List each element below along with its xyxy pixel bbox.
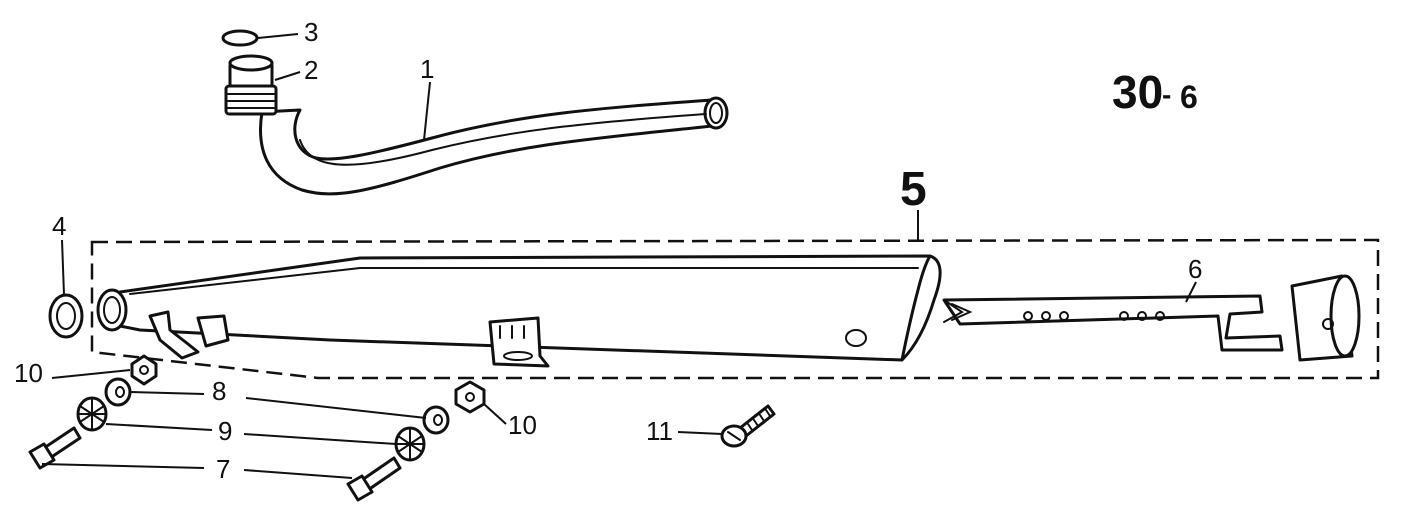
muffler-hole — [845, 329, 867, 347]
pipe-highlight — [299, 113, 707, 166]
lock-washer-teeth — [77, 397, 107, 431]
baffle-cap-hole — [1322, 318, 1334, 330]
leader-2 — [274, 71, 301, 81]
baffle-hole — [1155, 311, 1165, 321]
leader-7 — [41, 463, 353, 479]
muffler-mounting-lug — [488, 316, 550, 368]
muffler-end-cap — [900, 254, 942, 362]
nut-hole — [465, 392, 475, 402]
lug-slots — [499, 325, 525, 339]
baffle-hole — [1119, 311, 1129, 321]
part-3-o-ring — [221, 29, 259, 47]
nut-hole — [139, 365, 149, 375]
nut-thread-lines — [227, 93, 275, 109]
lug-hole — [503, 351, 533, 361]
group-5-dashed-box — [90, 238, 1380, 380]
washer-hole — [115, 386, 125, 398]
part-6-baffle — [942, 274, 1361, 362]
leader-1 — [423, 81, 431, 141]
callout-2: 2 — [304, 55, 318, 85]
part-10-nut-right — [454, 380, 486, 414]
nut-hex — [454, 380, 486, 414]
leader-3 — [257, 33, 299, 39]
part-9-lock-washer-right — [394, 426, 426, 462]
part-9-lock-washer-left — [76, 396, 108, 432]
baffle-hole — [1137, 311, 1147, 321]
page-code-main: 30 — [1112, 66, 1163, 118]
pipe-body — [259, 98, 714, 196]
part-8-washer-left — [104, 377, 132, 407]
screw-slot — [727, 431, 741, 441]
muffler-bracket-rear — [196, 314, 230, 348]
group-label: 5 — [900, 163, 927, 216]
muffler-bracket-front — [148, 310, 200, 360]
part-7-bolt-right — [346, 456, 402, 502]
leader-6 — [1185, 281, 1197, 303]
leader-9 — [105, 423, 397, 445]
part-1-exhaust-pipe — [259, 96, 729, 196]
callout-10-right: 10 — [508, 410, 537, 440]
part-11-screw — [720, 404, 776, 448]
part-10-nut-left — [130, 354, 158, 386]
baffle-tip — [943, 299, 973, 323]
callout-9: 9 — [218, 416, 232, 446]
muffler-inlet-inner — [103, 296, 121, 324]
callout-11: 11 — [646, 416, 673, 446]
leader-10-right — [483, 403, 507, 425]
callout-3: 3 — [304, 17, 318, 47]
page-code-sep: - — [1162, 79, 1171, 110]
part-7-bolt-left — [28, 426, 82, 470]
page-code: 30 - 6 — [1112, 66, 1198, 118]
bolt-head — [346, 474, 374, 502]
muffler — [96, 254, 942, 368]
washer-hole — [433, 414, 443, 426]
leader-4 — [61, 239, 65, 296]
page-code-sub: 6 — [1180, 79, 1198, 115]
nut-hex — [130, 354, 158, 386]
pipe-outlet-inner — [709, 102, 723, 124]
leader-10-left — [51, 369, 131, 379]
muffler-highlight — [129, 267, 919, 295]
part-2-nut — [224, 54, 278, 116]
bolt-head — [28, 442, 56, 470]
leader-11 — [677, 431, 723, 435]
baffle-tube — [942, 294, 1284, 352]
leader-8 — [129, 391, 427, 419]
part-8-washer-right — [422, 405, 450, 435]
callout-10-left: 10 — [14, 358, 43, 388]
callout-8: 8 — [212, 376, 226, 406]
lock-washer-teeth — [395, 427, 425, 461]
muffler-inlet — [96, 288, 128, 332]
part-4-gasket — [48, 293, 84, 339]
screw-thread — [747, 409, 771, 431]
baffle-hole — [1041, 311, 1051, 321]
callout-7: 7 — [216, 454, 230, 484]
callout-6: 6 — [1188, 254, 1202, 284]
callout-4: 4 — [52, 211, 66, 241]
baffle-hole — [1023, 311, 1033, 321]
nut-top — [228, 54, 274, 72]
callout-1: 1 — [420, 54, 434, 84]
pipe-outlet — [703, 96, 729, 130]
baffle-end-cap — [1329, 274, 1361, 358]
baffle-hole — [1059, 311, 1069, 321]
gasket-inner — [56, 302, 76, 330]
